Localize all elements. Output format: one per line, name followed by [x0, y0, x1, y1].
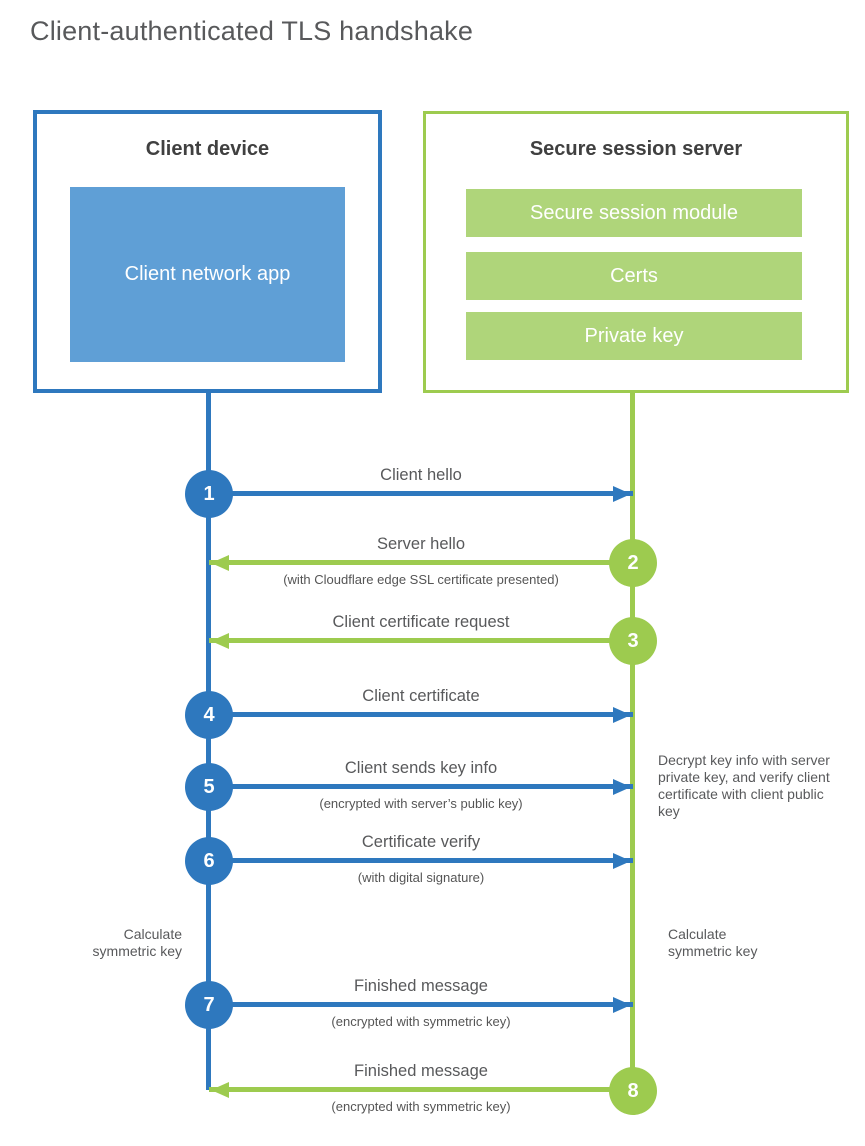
client-network-app-label: Client network app — [124, 263, 291, 285]
step-2-sublabel: (with Cloudflare edge SSL certificate pr… — [283, 572, 559, 587]
calculate-symmetric-key-note-server: Calculate symmetric key — [668, 926, 758, 959]
step-8-arrow-line — [209, 1087, 633, 1092]
step-7-label: Finished message — [354, 977, 488, 995]
step-4-arrowhead-right-icon — [613, 707, 631, 723]
server-private-key-bar: Private key — [466, 312, 802, 360]
step-8-label: Finished message — [354, 1062, 488, 1080]
page-title: Client-authenticated TLS handshake — [30, 16, 474, 46]
calculate-symmetric-key-note-client: Calculate symmetric key — [92, 926, 182, 959]
step-8-number-badge: 8 — [609, 1067, 657, 1115]
step-3-arrowhead-left-icon — [211, 633, 229, 649]
step-1-arrowhead-right-icon — [613, 486, 631, 502]
step-5-arrow-line — [209, 784, 633, 789]
step-5-label: Client sends key info — [344, 759, 498, 777]
step-6-label: Certificate verify — [361, 833, 481, 851]
step-8-sublabel: (encrypted with symmetric key) — [331, 1099, 511, 1114]
step-2-label: Server hello — [376, 535, 466, 553]
step-6-sublabel: (with digital signature) — [357, 870, 485, 885]
step-6-arrowhead-right-icon — [613, 853, 631, 869]
step-4-label: Client certificate — [362, 687, 480, 705]
client-lifeline — [206, 393, 211, 1090]
server-module-bar: Secure session module — [466, 189, 802, 237]
step-7-number-badge: 7 — [185, 981, 233, 1029]
step-6-arrow-line — [209, 858, 633, 863]
step-2-arrowhead-left-icon — [211, 555, 229, 571]
step-8-arrowhead-left-icon — [211, 1082, 229, 1098]
step-3-number-badge: 3 — [609, 617, 657, 665]
step-5-sublabel: (encrypted with server’s public key) — [319, 796, 523, 811]
decrypt-key-note: Decrypt key info with server private key… — [658, 752, 830, 819]
step-4-number-badge: 4 — [185, 691, 233, 739]
step-1-label: Client hello — [380, 466, 462, 484]
secure-session-server-heading: Secure session server — [529, 138, 743, 160]
step-2-number-badge: 2 — [609, 539, 657, 587]
server-certs-bar: Certs — [466, 252, 802, 300]
client-network-app-box: Client network app — [70, 187, 345, 362]
step-6-number-badge: 6 — [185, 837, 233, 885]
step-4-arrow-line — [209, 712, 633, 717]
step-7-arrowhead-right-icon — [613, 997, 631, 1013]
step-1-arrow-line — [209, 491, 633, 496]
step-7-arrow-line — [209, 1002, 633, 1007]
step-3-label: Client certificate request — [332, 613, 510, 631]
step-5-number-badge: 5 — [185, 763, 233, 811]
step-1-number-badge: 1 — [185, 470, 233, 518]
step-3-arrow-line — [209, 638, 633, 643]
step-5-arrowhead-right-icon — [613, 779, 631, 795]
step-7-sublabel: (encrypted with symmetric key) — [331, 1014, 511, 1029]
server-lifeline — [630, 393, 635, 1091]
step-2-arrow-line — [209, 560, 633, 565]
client-device-heading: Client device — [145, 138, 270, 160]
